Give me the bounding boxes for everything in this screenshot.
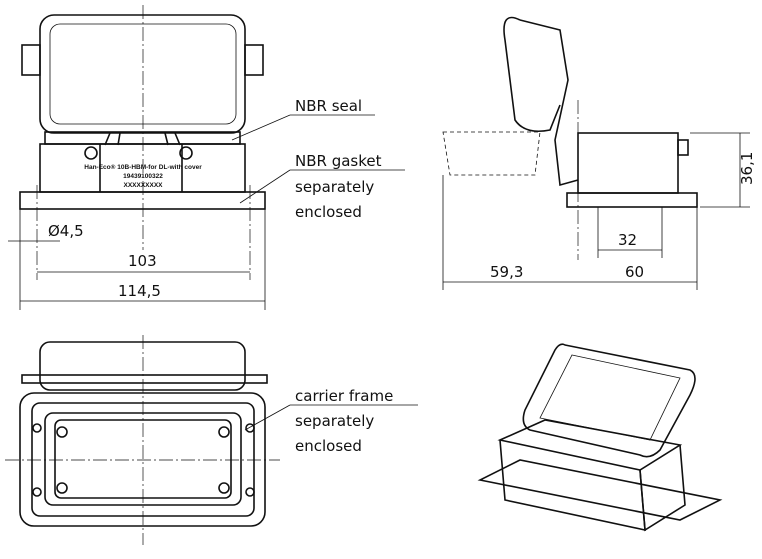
isometric-view <box>477 343 723 532</box>
callout-gasket-note-2: enclosed <box>295 203 362 221</box>
dim-height: 36,1 <box>738 152 756 185</box>
top-view <box>5 335 280 545</box>
callout-nbr-gasket: NBR gasket <box>295 152 382 170</box>
dim-cover-open: 59,3 <box>490 263 523 281</box>
callout-nbr-seal: NBR seal <box>295 97 362 115</box>
dim-overall-width: 114,5 <box>118 282 161 300</box>
callout-frame-note-1: separately <box>295 412 374 430</box>
dim-inner-depth: 32 <box>618 231 637 249</box>
housing-label-line2: 19439100322 <box>123 173 163 180</box>
front-view: Han-Eco® 10B-HBM-for DL-with cover 19439… <box>8 5 266 310</box>
dim-hole-diameter: Ø4,5 <box>48 222 84 240</box>
dim-hole-pitch: 103 <box>128 252 157 270</box>
callout-frame-note-2: enclosed <box>295 437 362 455</box>
housing-label-line3: XXXXXXXXX <box>123 182 163 189</box>
callout-gasket-note-1: separately <box>295 178 374 196</box>
callout-carrier-frame: carrier frame <box>295 387 393 405</box>
callouts: NBR seal NBR gasket separately enclosed … <box>231 97 418 455</box>
side-view: 36,1 32 59,3 60 <box>442 16 756 290</box>
dim-depth: 60 <box>625 263 644 281</box>
housing-label-line1: Han-Eco® 10B-HBM-for DL-with cover <box>84 163 202 171</box>
